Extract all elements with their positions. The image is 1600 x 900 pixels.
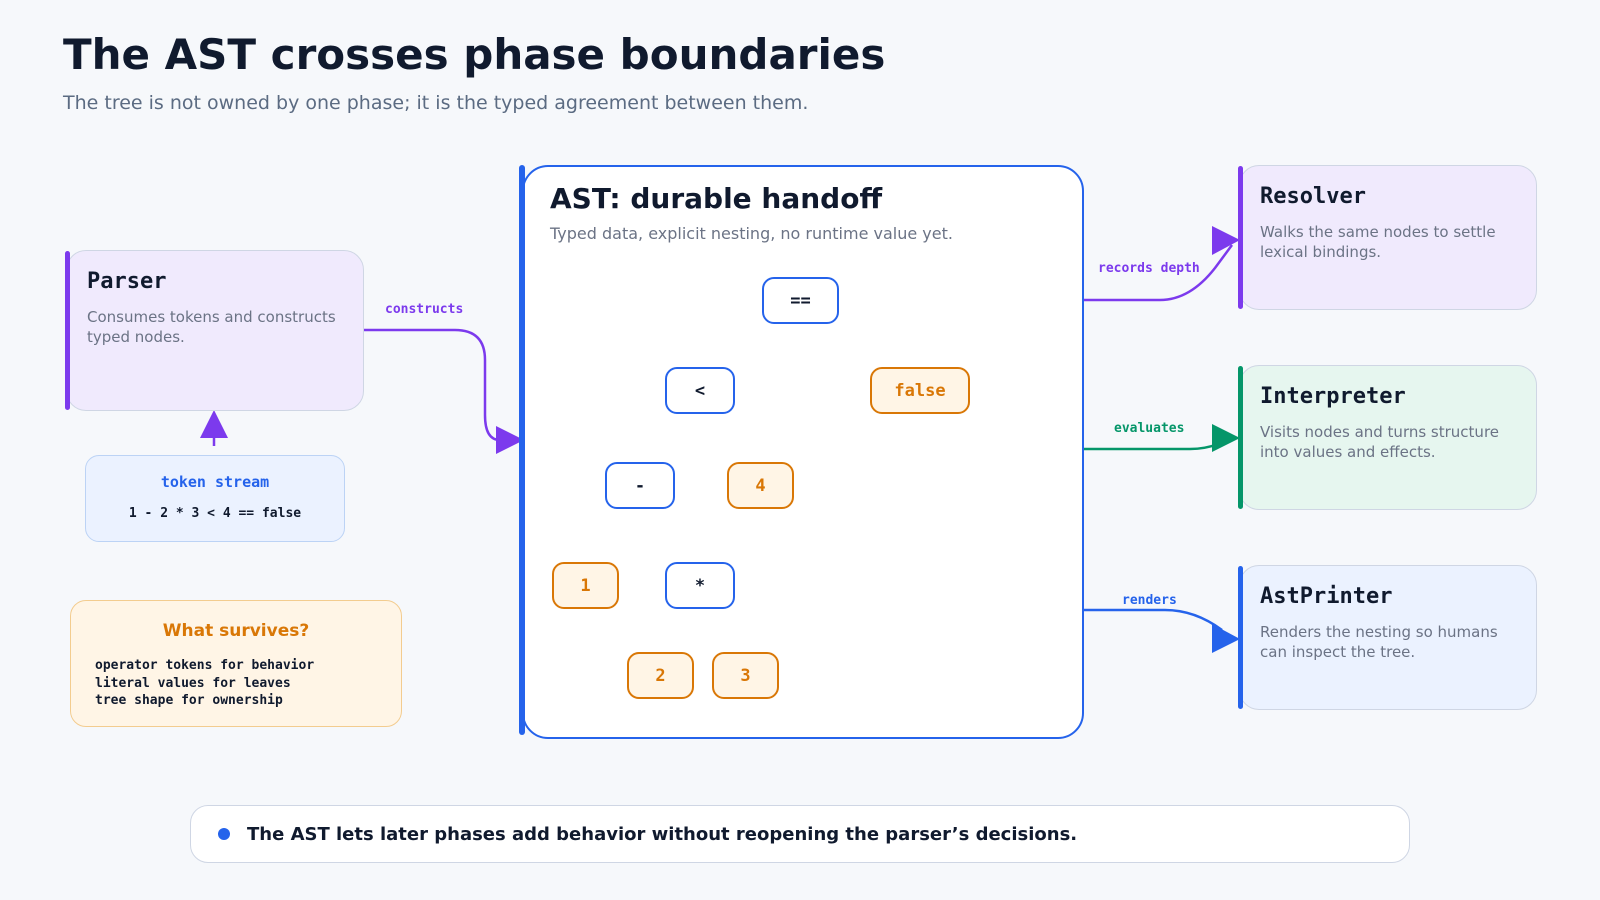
token-stream-expression: 1 - 2 * 3 < 4 == false [128, 506, 302, 521]
parser-card: Parser Consumes tokens and constructs ty… [65, 250, 364, 411]
ast-node-two: 2 [627, 652, 694, 699]
page-title: The AST crosses phase boundaries [63, 30, 886, 79]
parser-title: Parser [87, 269, 167, 294]
list-item: operator tokens for behavior [95, 658, 315, 673]
interpreter-title: Interpreter [1260, 384, 1406, 409]
bullet-dot-icon [218, 828, 230, 840]
ast-desc: Typed data, explicit nesting, no runtime… [550, 224, 953, 243]
ast-node-less-than: < [665, 367, 735, 414]
parser-desc: Consumes tokens and constructs typed nod… [87, 308, 336, 346]
astprinter-card: AstPrinter Renders the nesting so humans… [1238, 565, 1537, 710]
resolver-connector [1080, 244, 1234, 302]
ast-node-equals: == [762, 277, 839, 324]
ast-node-one: 1 [552, 562, 619, 609]
astprinter-connector [1080, 608, 1223, 632]
records-depth-label: records depth [1098, 261, 1200, 276]
astprinter-desc: Renders the nesting so humans can inspec… [1260, 623, 1498, 661]
resolver-desc: Walks the same nodes to settle lexical b… [1260, 223, 1496, 261]
footer-callout: The AST lets later phases add behavior w… [190, 805, 1410, 863]
ast-card [522, 165, 1084, 739]
constructs-label: constructs [385, 302, 464, 317]
token-stream-box: token stream 1 - 2 * 3 < 4 == false [85, 455, 345, 542]
renders-label: renders [1122, 593, 1177, 608]
astprinter-accent-bar [1238, 566, 1243, 709]
footer-text: The AST lets later phases add behavior w… [247, 824, 1078, 845]
page-subtitle: The tree is not owned by one phase; it i… [63, 92, 809, 114]
evaluates-label: evaluates [1114, 421, 1185, 436]
resolver-accent-bar [1238, 166, 1243, 309]
constructs-connector [363, 328, 501, 442]
astprinter-arrowhead [1212, 624, 1240, 653]
resolver-card: Resolver Walks the same nodes to settle … [1238, 165, 1537, 310]
resolver-arrowhead [1212, 226, 1240, 255]
interpreter-connector [1080, 442, 1219, 451]
ast-node-four: 4 [727, 462, 794, 509]
what-survives-list: operator tokens for behavior literal val… [95, 657, 314, 710]
list-item: tree shape for ownership [95, 693, 283, 708]
ast-title: AST: durable handoff [550, 182, 883, 215]
constructs-arrowhead [496, 426, 524, 454]
resolver-title: Resolver [1260, 184, 1366, 209]
astprinter-title: AstPrinter [1260, 584, 1393, 609]
ast-node-multiply: * [665, 562, 735, 609]
ast-node-false: false [870, 367, 970, 414]
ast-node-three: 3 [712, 652, 779, 699]
interpreter-desc: Visits nodes and turns structure into va… [1260, 423, 1500, 461]
interpreter-arrowhead [1212, 424, 1240, 452]
ast-node-minus: - [605, 462, 675, 509]
interpreter-card: Interpreter Visits nodes and turns struc… [1238, 365, 1537, 510]
list-item: literal values for leaves [95, 675, 291, 691]
what-survives-box: What survives? operator tokens for behav… [70, 600, 402, 727]
ast-accent-bar [519, 165, 525, 735]
parser-accent-bar [65, 251, 70, 410]
what-survives-title: What survives? [162, 621, 310, 641]
token-arrowhead [200, 410, 228, 438]
interpreter-accent-bar [1238, 366, 1243, 509]
token-stream-title: token stream [160, 473, 270, 491]
